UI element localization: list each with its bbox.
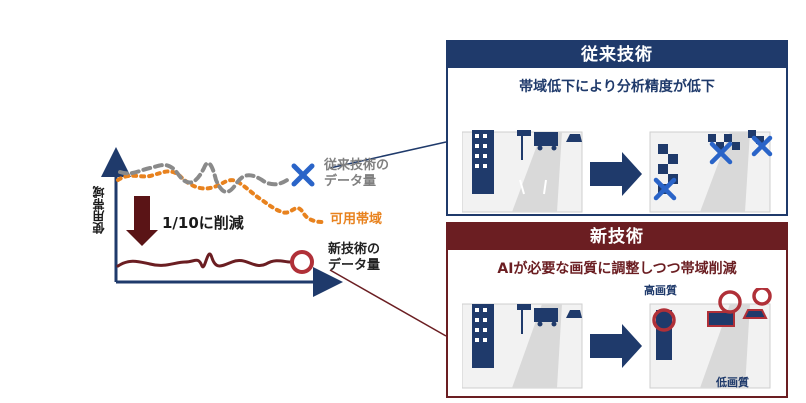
old-tech-label: 従来技術の データ量 xyxy=(324,158,389,190)
reduction-arrow xyxy=(126,196,158,246)
new-tech-label: 新技術の データ量 xyxy=(328,242,380,274)
cross-icon xyxy=(294,166,312,184)
old-tech-panel: 従来技術 帯域低下により分析精度が低下 xyxy=(446,40,788,216)
old-tech-scene xyxy=(462,104,774,214)
street-scene-adjusted xyxy=(650,304,770,388)
reduce-label: 1/10に削減 xyxy=(162,215,244,231)
new-tech-panel: 新技術 AIが必要な画質に調整しつつ帯域削減 高画質 低画 xyxy=(446,222,788,398)
circle-icon xyxy=(292,252,312,272)
circle-icon xyxy=(754,288,770,304)
process-arrow xyxy=(590,324,642,368)
bandwidth-label: 可用帯域 xyxy=(330,212,382,228)
old-tech-label-line2: データ量 xyxy=(324,174,389,190)
y-axis-label: 使用帯域 xyxy=(90,178,106,242)
old-tech-title: 従来技術 xyxy=(448,42,786,68)
new-tech-label-line1: 新技術の xyxy=(328,242,380,258)
street-scene-degraded xyxy=(650,130,770,212)
old-tech-subtitle: 帯域低下により分析精度が低下 xyxy=(448,76,786,96)
street-scene-source xyxy=(462,130,582,212)
connector-new xyxy=(330,270,446,336)
high-quality-label: 高画質 xyxy=(644,282,677,298)
new-tech-data-line xyxy=(118,254,290,267)
low-quality-label: 低画質 xyxy=(716,374,749,390)
old-tech-label-line1: 従来技術の xyxy=(324,158,389,174)
street-scene-source xyxy=(462,304,582,388)
process-arrow xyxy=(590,152,642,196)
new-tech-title: 新技術 xyxy=(448,224,786,250)
new-tech-label-line2: データ量 xyxy=(328,258,380,274)
new-tech-subtitle: AIが必要な画質に調整しつつ帯域削減 xyxy=(448,258,786,278)
